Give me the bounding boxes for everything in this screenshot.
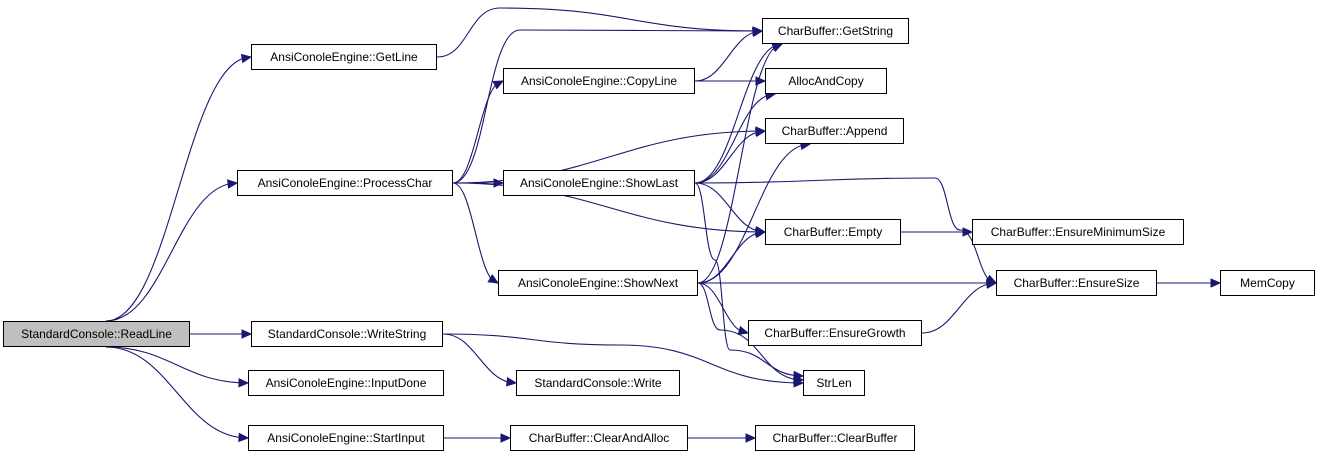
graph-node[interactable]: AnsiConoleEngine::StartInput (248, 425, 444, 451)
arrowhead (745, 433, 757, 443)
graph-node[interactable]: AnsiConoleEngine::CopyLine (503, 68, 695, 94)
graph-node[interactable]: CharBuffer::Append (765, 118, 904, 144)
graph-node[interactable]: CharBuffer::EnsureGrowth (748, 320, 922, 346)
graph-node[interactable]: AnsiConoleEngine::ShowLast (503, 170, 695, 196)
call-edge (697, 143, 811, 284)
arrowhead (754, 127, 767, 138)
call-edge (436, 7, 763, 58)
arrowhead (227, 179, 239, 189)
graph-node[interactable]: CharBuffer::Empty (765, 219, 901, 245)
arrowhead (487, 274, 500, 284)
arrowhead (500, 433, 512, 443)
call-edge (694, 182, 804, 377)
graph-node[interactable]: CharBuffer::GetString (762, 18, 909, 44)
call-edge (697, 43, 783, 284)
arrowhead (962, 227, 974, 237)
arrowhead (793, 378, 805, 388)
call-edge (452, 182, 499, 284)
call-edge (105, 56, 252, 322)
graph-node[interactable]: MemCopy (1220, 270, 1315, 296)
graph-node[interactable]: AnsiConoleEngine::ProcessChar (237, 170, 453, 196)
call-edge (442, 333, 804, 384)
arrowhead (492, 80, 505, 90)
call-edge (105, 346, 249, 384)
graph-node[interactable]: AnsiConoleEngine::InputDone (248, 370, 444, 396)
arrowhead (238, 378, 250, 388)
call-edge (105, 182, 238, 322)
call-edge (694, 30, 763, 82)
graph-node[interactable]: StrLen (803, 370, 865, 396)
graph-node[interactable]: CharBuffer::EnsureSize (996, 270, 1157, 296)
call-edge (694, 93, 776, 184)
arrowhead (238, 432, 250, 443)
arrowhead (241, 329, 253, 339)
arrowhead (505, 377, 518, 387)
graph-node[interactable]: CharBuffer::ClearAndAlloc (510, 425, 688, 451)
graph-node[interactable]: AnsiConoleEngine::GetLine (251, 44, 437, 70)
call-edge (452, 29, 763, 184)
call-edge (694, 43, 783, 184)
graph-node[interactable]: AnsiConoleEngine::ShowNext (498, 270, 698, 296)
graph-node[interactable]: AllocAndCopy (765, 68, 887, 94)
arrowhead (751, 27, 764, 38)
arrowhead (771, 43, 784, 53)
arrowhead (737, 325, 750, 336)
call-edge (694, 130, 766, 184)
graph-node[interactable]: StandardConsole::Write (516, 370, 680, 396)
arrowhead (240, 53, 253, 64)
graph-node[interactable]: StandardConsole::WriteString (251, 321, 443, 347)
arrowhead (985, 279, 998, 289)
call-edge (697, 282, 749, 334)
graph-node[interactable]: CharBuffer::EnsureMinimumSize (972, 219, 1184, 245)
arrowhead (754, 228, 767, 239)
call-edge (452, 80, 504, 184)
call-edge (442, 333, 517, 384)
arrowhead (1210, 278, 1222, 288)
call-edge (105, 346, 249, 439)
call-edge (921, 282, 997, 334)
call-edge (694, 177, 997, 284)
graph-node[interactable]: CharBuffer::ClearBuffer (755, 425, 915, 451)
call-edge (697, 282, 804, 381)
graph-node: StandardConsole::ReadLine (3, 321, 190, 347)
